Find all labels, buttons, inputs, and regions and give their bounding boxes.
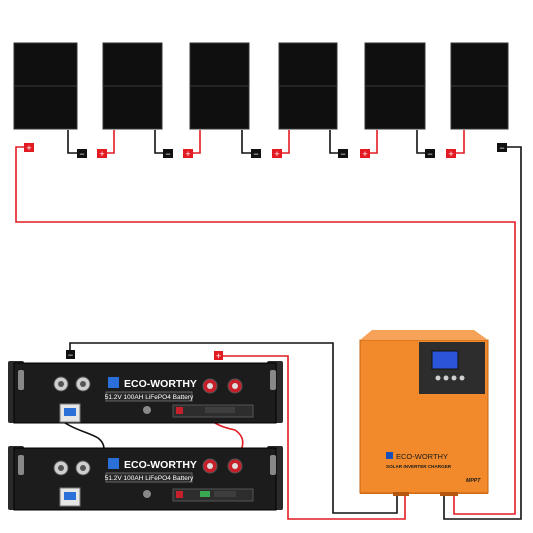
panel-terminals: + − + − + − + − + − (24, 143, 507, 159)
svg-text:−: − (253, 149, 258, 159)
battery-1-model: 51.2V 100AH LiFePO4 Battery (105, 394, 194, 401)
inverter-mppt-tag: MPPT (466, 478, 481, 484)
battery-positive-terminal-marker: + (214, 351, 223, 361)
panel-series-wires (67, 130, 465, 154)
svg-text:−: − (79, 149, 84, 159)
svg-text:−: − (499, 143, 504, 153)
svg-text:+: + (26, 143, 31, 153)
solar-panel-6 (450, 42, 509, 130)
terminal-pair-5: − + (425, 149, 456, 159)
solar-panel-1 (13, 42, 78, 130)
battery-2-model: 51.2V 100AH LiFePO4 Battery (105, 475, 194, 482)
eco-worthy-logo-icon (108, 377, 119, 388)
svg-text:−: − (340, 149, 345, 159)
battery-lead-terminals: − + (66, 350, 223, 361)
eco-worthy-logo-icon (386, 452, 393, 459)
inverter-brand: ECO-WORTHY (396, 452, 448, 461)
solar-panel-5 (364, 42, 426, 130)
battery-1-brand: ECO-WORTHY (124, 378, 197, 390)
svg-text:+: + (448, 149, 453, 159)
solar-panel-4 (278, 42, 338, 130)
pv-leads (15, 146, 522, 520)
svg-text:+: + (362, 149, 367, 159)
terminal-pair-2: − + (163, 149, 193, 159)
svg-text:−: − (427, 149, 432, 159)
battery-2: ECO-WORTHY 51.2V 100AH LiFePO4 Battery (8, 446, 283, 511)
solar-inverter-charger: ECO-WORTHY SOLAR INVERTER CHARGER MPPT (359, 330, 489, 496)
terminal-pair-1: − + (77, 149, 107, 159)
terminal-negative-end: − (497, 143, 507, 153)
svg-text:+: + (274, 149, 279, 159)
svg-text:+: + (99, 149, 104, 159)
eco-worthy-logo-icon (108, 458, 119, 469)
battery-negative-terminal-marker: − (66, 350, 75, 360)
inverter-subtitle: SOLAR INVERTER CHARGER (386, 464, 452, 469)
svg-text:+: + (185, 149, 190, 159)
svg-text:−: − (68, 350, 73, 360)
solar-panel-3 (189, 42, 250, 130)
svg-text:+: + (216, 351, 221, 361)
terminal-positive-start: + (24, 143, 34, 153)
battery-1: ECO-WORTHY 51.2V 100AH LiFePO4 Battery (8, 361, 283, 424)
terminal-pair-4: − + (338, 149, 370, 159)
terminal-pair-3: − + (251, 149, 282, 159)
solar-panel-2 (102, 42, 163, 130)
battery-2-brand: ECO-WORTHY (124, 459, 197, 471)
solar-panel-array (13, 42, 509, 130)
svg-text:−: − (165, 149, 170, 159)
